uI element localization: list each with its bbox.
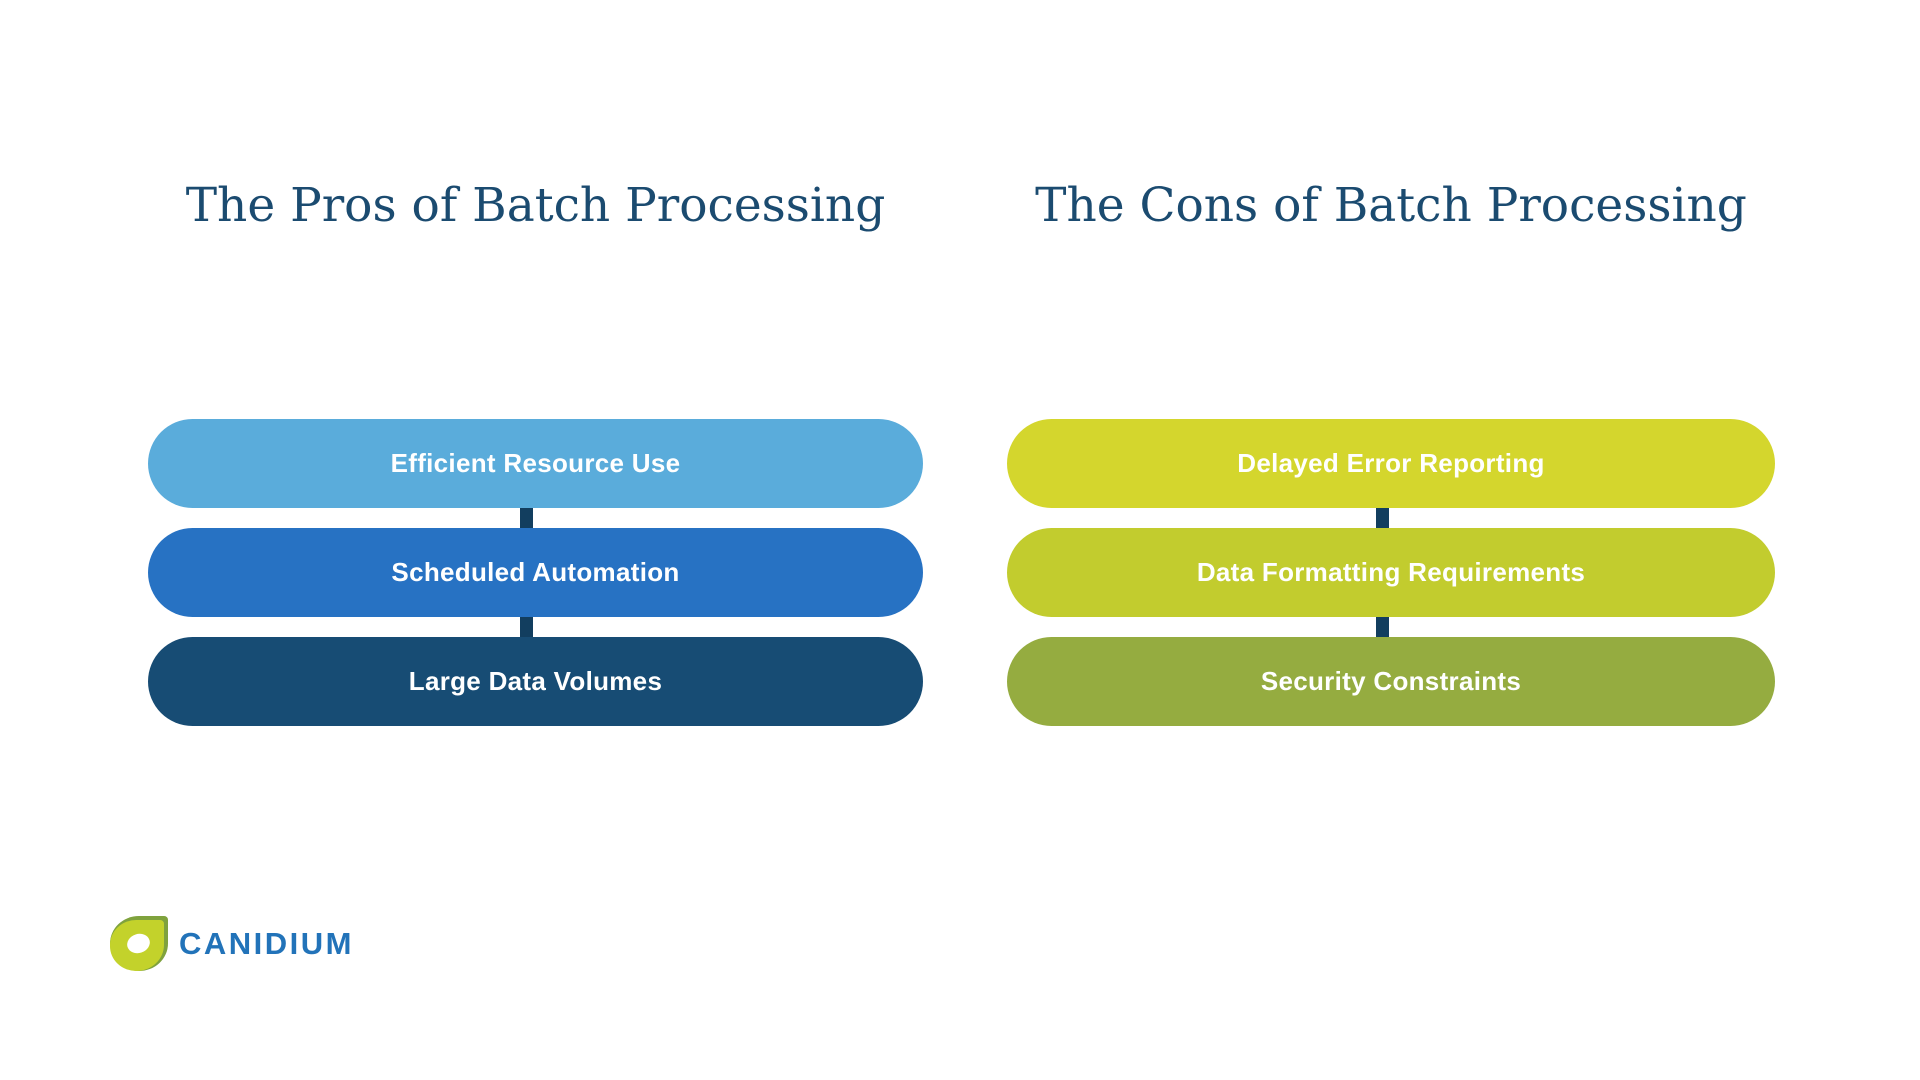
cons-pill-data-formatting-requirements: Data Formatting Requirements xyxy=(1007,528,1775,617)
cons-connector-gap-2 xyxy=(1007,617,1775,637)
cons-column: The Cons of Batch Processing Delayed Err… xyxy=(1007,0,1775,1080)
pros-pill-scheduled-automation: Scheduled Automation xyxy=(148,528,923,617)
cons-pill-security-constraints: Security Constraints xyxy=(1007,637,1775,726)
pros-connector-gap-2 xyxy=(148,617,923,637)
pros-column: The Pros of Batch Processing Efficient R… xyxy=(148,0,923,1080)
cons-stack: Delayed Error Reporting Data Formatting … xyxy=(1007,419,1775,726)
canidium-wordmark: CANIDIUM xyxy=(179,926,354,961)
pros-stack: Efficient Resource Use Scheduled Automat… xyxy=(148,419,923,726)
pros-connector-gap-1 xyxy=(148,508,923,528)
cons-title: The Cons of Batch Processing xyxy=(1035,178,1747,233)
pros-pill-efficient-resource-use: Efficient Resource Use xyxy=(148,419,923,508)
cons-connector-gap-1 xyxy=(1007,508,1775,528)
canidium-drop-icon xyxy=(110,916,168,971)
pros-pill-large-data-volumes: Large Data Volumes xyxy=(148,637,923,726)
connector-bar xyxy=(520,617,533,637)
pros-title: The Pros of Batch Processing xyxy=(185,178,886,233)
connector-bar xyxy=(1375,617,1389,637)
cons-pill-delayed-error-reporting: Delayed Error Reporting xyxy=(1007,419,1775,508)
connector-bar xyxy=(1375,508,1389,528)
connector-bar xyxy=(520,508,533,528)
canidium-logo: CANIDIUM xyxy=(110,916,354,971)
